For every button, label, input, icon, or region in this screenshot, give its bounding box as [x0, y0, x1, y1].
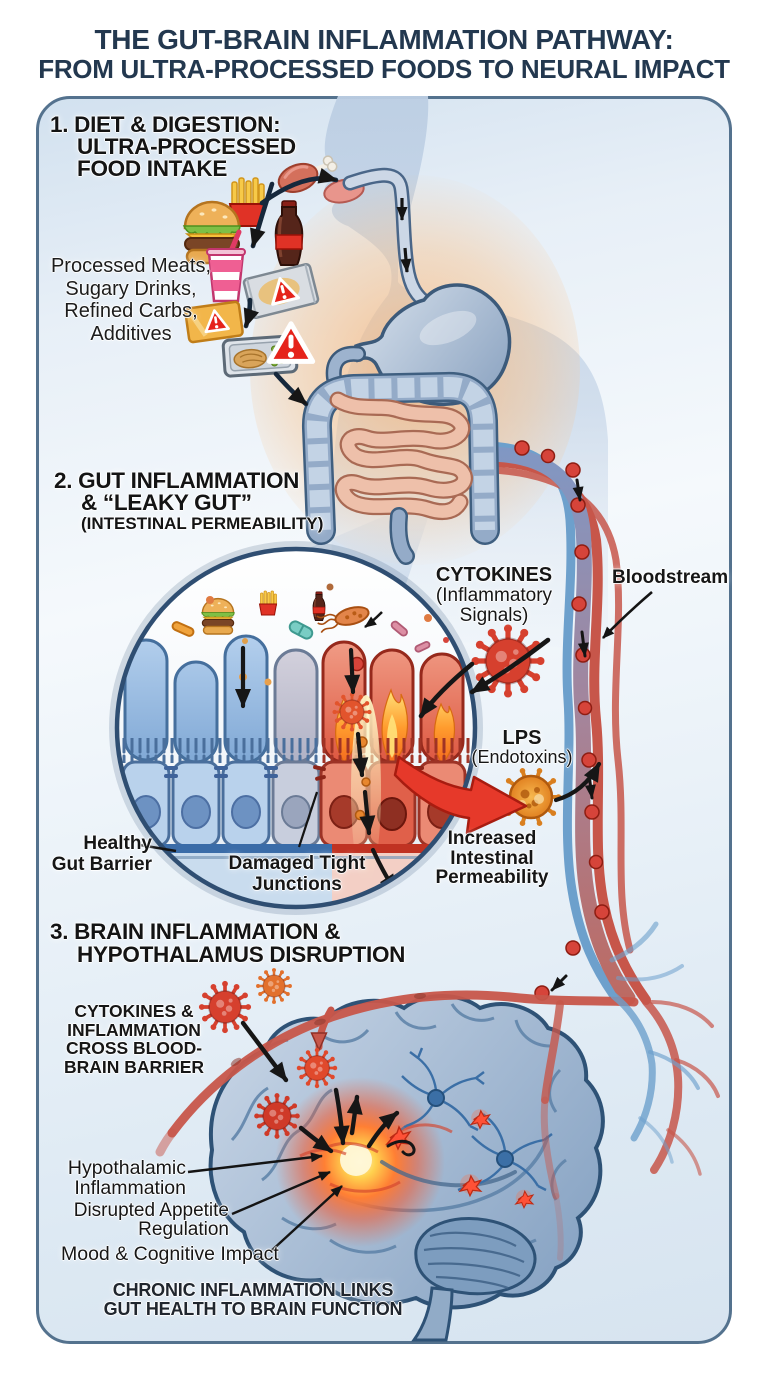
damaged-label-line [297, 791, 319, 848]
text-line: Inflammation [74, 1176, 186, 1199]
text-line: (Inflammatory [435, 585, 553, 606]
text-line: (INTESTINAL PERMEABILITY) [81, 513, 324, 533]
esophagus-arrows [396, 198, 412, 273]
disrupted-appetite-label: Disrupted Appetite Regulation [50, 1201, 229, 1239]
digestive-tract [302, 167, 512, 565]
text-line: Processed Meats, [50, 255, 212, 277]
text-line: & “LEAKY GUT” [81, 489, 252, 515]
small-intestine [329, 391, 473, 521]
text-line: Intestinal [450, 847, 534, 869]
fries-icon [259, 590, 277, 616]
cytokine-arrows [418, 637, 551, 719]
text-line: Additives [90, 322, 172, 345]
pill-capsule-icon [288, 620, 314, 640]
title-line: FROM ULTRA-PROCESSED FOODS TO NEURAL IMP… [38, 54, 730, 84]
text-line: Signals) [459, 605, 529, 626]
text-line: Junctions [252, 874, 342, 895]
lps-label: LPS (Endotoxins) [452, 728, 592, 767]
page-title: THE GUT-BRAIN INFLAMMATION PATHWAY: FROM… [0, 24, 768, 84]
large-intestine [302, 371, 500, 545]
brain-illustration [155, 921, 720, 1342]
section2-heading: 2. GUT INFLAMMATION & “LEAKY GUT” (INTES… [54, 468, 324, 534]
cerebellum [414, 1217, 537, 1296]
text-line: CHRONIC INFLAMMATION LINKS [112, 1280, 394, 1300]
text-line: HYPOTHALAMUS DISRUPTION [77, 941, 406, 967]
healthy-label-line [139, 843, 177, 853]
text-line: LPS [502, 727, 542, 749]
damaged-tight-junctions-label: Damaged Tight Junctions [208, 853, 386, 895]
text-line: (Endotoxins) [471, 747, 573, 767]
section1-heading: 1. DIET & DIGESTION: ULTRA-PROCESSED FOO… [50, 112, 296, 181]
section3-heading: 3. BRAIN INFLAMMATION & HYPOTHALAMUS DIS… [50, 919, 406, 967]
bloodstream-label: Bloodstream [612, 567, 729, 588]
bloodstream-arrow [602, 591, 653, 639]
text-line: 1. DIET & DIGESTION: [50, 112, 281, 137]
text-line: 2. GUT INFLAMMATION [54, 468, 300, 493]
hypothalamic-inflammation-label: Hypothalamic Inflammation [38, 1157, 186, 1199]
brain-vessels [155, 921, 720, 1261]
gut-barrier-inset [109, 541, 483, 915]
rectum [389, 507, 415, 565]
cola-bottle-icon [274, 199, 304, 267]
fry-stick-icon [171, 621, 195, 637]
label-arrows [187, 1152, 343, 1253]
footer-statement: CHRONIC INFLAMMATION LINKS GUT HEALTH TO… [66, 1281, 440, 1318]
text-line: Permeability [435, 867, 549, 888]
inset-circle-ring [114, 546, 478, 910]
text-line: Healthy [83, 833, 152, 854]
increased-permeability-label: Increased Intestinal Permeability [412, 829, 572, 888]
brainstem [411, 1286, 454, 1342]
section1-caption: Processed Meats, Sugary Drinks, Refined … [36, 255, 226, 345]
text-line: CYTOKINES & [74, 1001, 194, 1021]
text-line: Gut Barrier [51, 854, 152, 875]
mood-cognitive-label: Mood & Cognitive Impact [61, 1243, 279, 1265]
ultra-processed-foods [182, 155, 338, 378]
increased-permeability-arrow [393, 755, 528, 835]
neuron-icon [397, 1047, 485, 1133]
burger-icon [201, 597, 235, 635]
healthy-gut-barrier-label: Healthy Gut Barrier [34, 833, 152, 875]
text-line: Damaged Tight [228, 853, 366, 874]
drink-cup-icon [206, 229, 246, 303]
text-line: Refined Carbs, [64, 300, 198, 322]
hypothalamus-arrows [240, 1020, 416, 1157]
text-line: FOOD INTAKE [77, 155, 228, 181]
virus-icon [254, 966, 294, 1006]
text-line: CROSS BLOOD- [65, 1038, 203, 1058]
text-line: GUT HEALTH TO BRAIN FUNCTION [103, 1298, 403, 1319]
text-line: Disrupted Appetite [73, 1200, 229, 1221]
cytokines-label: CYTOKINES (Inflammatory Signals) [408, 565, 580, 626]
lps-to-vessel-arrow [553, 761, 602, 803]
text-line: Increased [447, 828, 537, 849]
text-line: Hypothalamic [67, 1157, 186, 1179]
text-line: Sugary Drinks, [65, 277, 197, 300]
bacteria-icon [316, 606, 370, 634]
title-line: THE GUT-BRAIN INFLAMMATION PATHWAY: [94, 24, 674, 55]
text-line: ULTRA-PROCESSED [77, 133, 296, 159]
text-line: 3. BRAIN INFLAMMATION & [50, 919, 341, 944]
food-flow-arrows [243, 168, 339, 407]
snack-packet-icon [184, 300, 244, 344]
text-line: INFLAMMATION [67, 1019, 201, 1040]
text-line: CYTOKINES [435, 564, 553, 586]
blood-brain-barrier-label: CYTOKINES & INFLAMMATION CROSS BLOOD- BR… [44, 1002, 224, 1076]
text-line: BRAIN BARRIER [64, 1056, 204, 1077]
text-line: Regulation [138, 1219, 229, 1240]
bloodstream-vessels [481, 440, 651, 1006]
